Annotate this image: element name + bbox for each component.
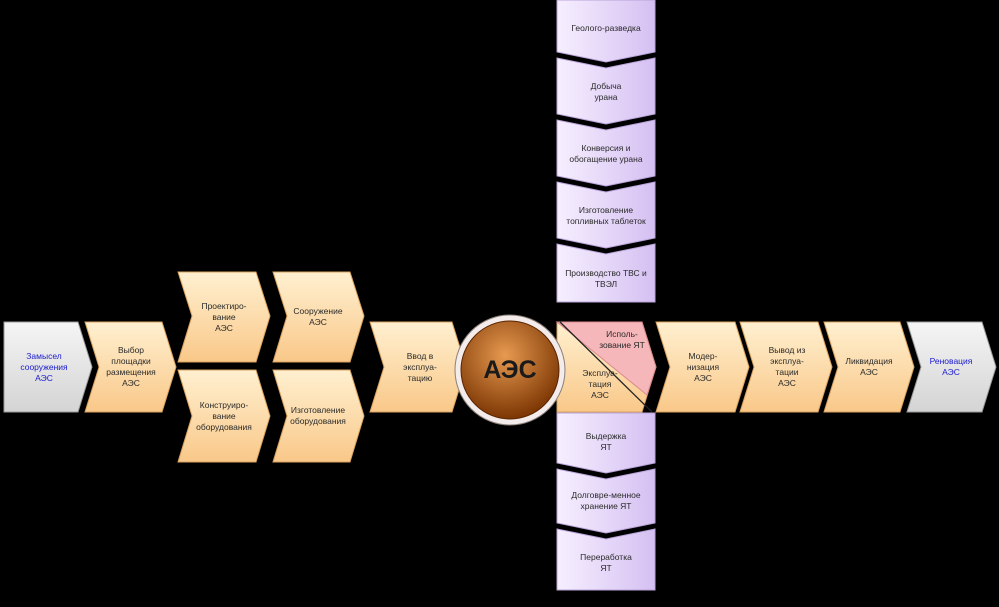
operation-divider [559, 321, 653, 413]
fuel-cycle-step-assemblies [556, 243, 656, 303]
stage-modernization [655, 321, 750, 413]
stage-decommissioning [739, 321, 833, 413]
stage-commissioning [369, 321, 467, 413]
fuel-cycle-step-enrichment [556, 119, 656, 187]
stage-idea [3, 321, 93, 413]
stage-liquidation [823, 321, 915, 413]
fuel-cycle-step-geology [556, 0, 656, 63]
fuel-cycle-step-holding [556, 412, 656, 474]
stage-site-selection [84, 321, 177, 413]
stage-construction [272, 271, 365, 363]
stage-renovation [906, 321, 997, 413]
stage-equipment-design [177, 369, 271, 463]
fuel-cycle-step-storage [556, 468, 656, 534]
fuel-cycle-step-pellets [556, 181, 656, 249]
fuel-cycle-step-reprocessing [556, 528, 656, 591]
hub-circle [460, 320, 560, 420]
stage-equipment-manufacture [272, 369, 365, 463]
stage-design [177, 271, 271, 363]
stage-fuel-use [555, 321, 657, 396]
fuel-cycle-step-mining [556, 57, 656, 125]
hub-label: АЭС [483, 355, 537, 384]
